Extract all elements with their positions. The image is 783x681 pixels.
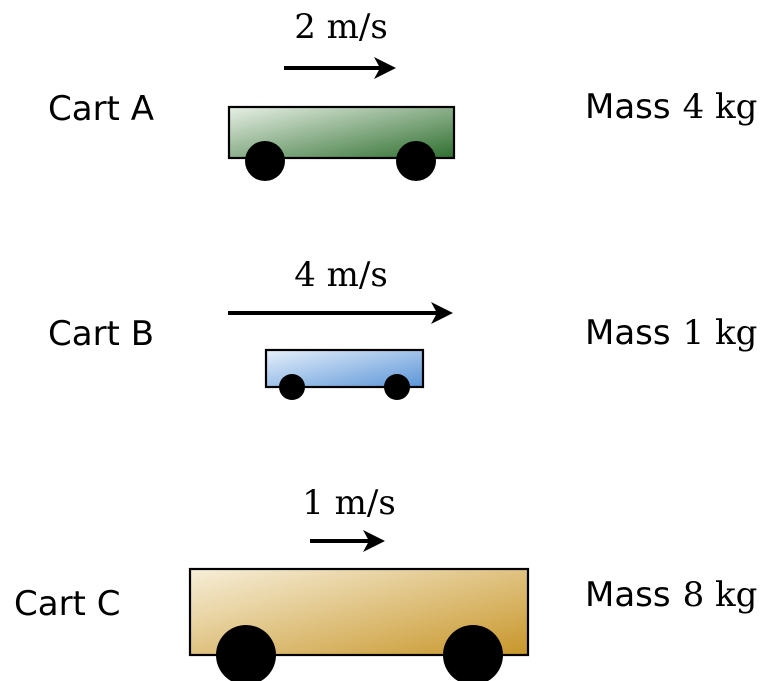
cart-c-wheel-left [216, 625, 276, 681]
cart-a-mass: Mass 4 kg [585, 87, 757, 127]
cart-a-speed-label: 2 m/s [294, 7, 388, 47]
cart-a-label: Cart A [48, 89, 154, 129]
cart-c-velocity-arrow [310, 530, 385, 552]
cart-b-mass: Mass 1 kg [585, 313, 757, 353]
cart-a-velocity-arrow [284, 57, 396, 79]
cart-b: 4 m/s Cart B Mass 1 kg [48, 255, 757, 400]
cart-a-mass-value: 4 kg [683, 87, 758, 127]
cart-c-speed-label: 1 m/s [302, 483, 396, 523]
cart-c-mass: Mass 8 kg [585, 575, 757, 615]
cart-b-speed-label: 4 m/s [294, 255, 388, 295]
cart-c-wheel-right [443, 625, 503, 681]
cart-c: 1 m/s Cart C Mass 8 kg [14, 483, 757, 681]
cart-c-mass-prefix: Mass [585, 575, 671, 615]
cart-b-mass-prefix: Mass [585, 313, 671, 353]
cart-c-mass-value: 8 kg [683, 575, 758, 615]
cart-b-wheel-right [384, 374, 410, 400]
cart-b-velocity-arrow [228, 302, 453, 324]
cart-b-wheel-left [279, 374, 305, 400]
cart-a-wheel-left [245, 141, 285, 181]
cart-c-label: Cart C [14, 584, 120, 624]
cart-b-label: Cart B [48, 314, 154, 354]
cart-a: 2 m/s Cart A Mass 4 kg [48, 7, 757, 181]
cart-b-mass-value: 1 kg [683, 313, 758, 353]
cart-a-mass-prefix: Mass [585, 87, 671, 127]
cart-a-wheel-right [396, 141, 436, 181]
